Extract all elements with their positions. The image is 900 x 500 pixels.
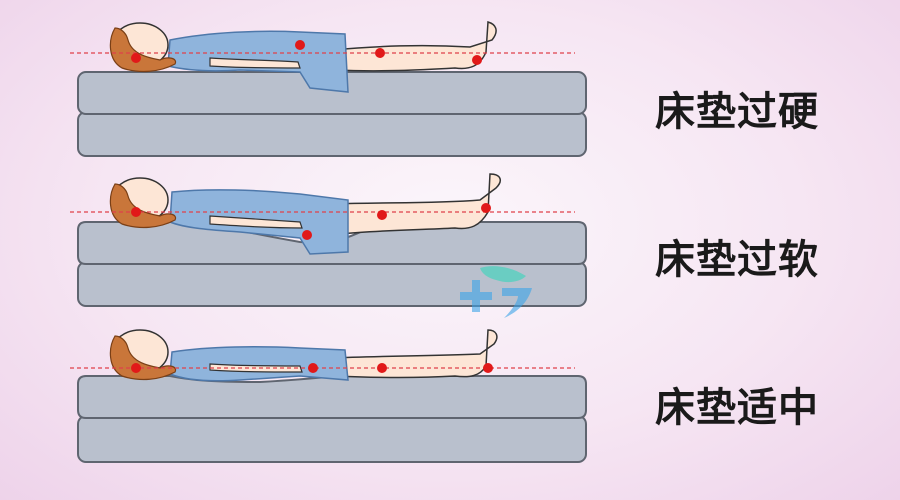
arm <box>209 57 301 69</box>
marker-heel <box>483 363 493 373</box>
marker-heel <box>472 55 482 65</box>
marker-head <box>131 207 141 217</box>
mattress-top-layer <box>77 375 587 419</box>
marker-head <box>131 363 141 373</box>
marker-knee <box>377 210 387 220</box>
dress <box>169 346 349 382</box>
mattress <box>77 71 587 157</box>
sleeping-figure <box>109 329 498 382</box>
hard-scene <box>70 21 587 157</box>
marker-knee <box>375 48 385 58</box>
marker-hip <box>308 363 318 373</box>
panel-label-moderate: 床垫适中 <box>655 385 819 431</box>
soft-scene <box>70 173 587 307</box>
marker-head <box>131 53 141 63</box>
arm <box>209 215 303 229</box>
plus-sign-logo-icon <box>460 266 532 318</box>
mattress-bottom-layer <box>77 415 587 463</box>
marker-hip <box>295 40 305 50</box>
panel-soft: 床垫过软 <box>0 160 900 310</box>
logo-swoosh <box>502 288 532 318</box>
legs <box>329 329 498 379</box>
moderate-scene <box>70 329 587 463</box>
mattress <box>77 375 587 463</box>
marker-hip <box>302 230 312 240</box>
hair <box>109 183 177 229</box>
logo-plus-sign <box>460 280 492 312</box>
marker-heel <box>481 203 491 213</box>
logo-teal-leaf <box>480 266 526 283</box>
panel-label-hard: 床垫过硬 <box>655 89 819 135</box>
panel-hard: 床垫过硬 <box>0 0 900 157</box>
panel-moderate: 床垫适中 <box>0 318 900 468</box>
mattress-bottom-layer <box>77 111 587 157</box>
marker-knee <box>377 363 387 373</box>
legs <box>334 173 501 235</box>
legs <box>329 21 497 72</box>
hair <box>109 27 177 73</box>
panel-label-soft: 床垫过软 <box>655 237 819 283</box>
